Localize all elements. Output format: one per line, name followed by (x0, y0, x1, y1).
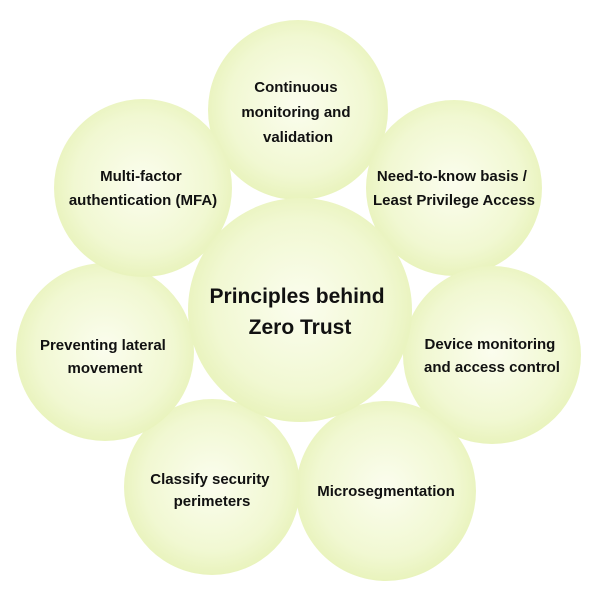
outer-circle-mfa: Multi-factor authentication (MFA) (54, 99, 232, 277)
label-line: Multi-factor (100, 168, 182, 185)
label-line: Continuous (254, 79, 337, 96)
label-line: Preventing lateral (40, 337, 166, 354)
label-line: perimeters (174, 493, 251, 510)
label-line: Classify security (150, 471, 270, 488)
outer-circle-classify-perimeters: Classify security perimeters (124, 399, 300, 575)
outer-circle-continuous-monitoring: Continuous monitoring and validation (208, 20, 388, 200)
label-line: validation (263, 129, 333, 146)
outer-circle-device-monitoring: Device monitoring and access control (403, 266, 581, 444)
center-title: Principles behind Zero Trust (210, 285, 391, 339)
center-title-line: Zero Trust (249, 316, 352, 339)
label-line: authentication (MFA) (69, 192, 217, 209)
principle-label-microsegmentation: Microsegmentation (317, 483, 455, 500)
outer-circle-need-to-know: Need-to-know basis / Least Privilege Acc… (366, 100, 542, 276)
principle-label-preventing-lateral-movement: Preventing lateral movement (40, 337, 170, 377)
label-line: movement (67, 360, 142, 377)
principle-label-need-to-know: Need-to-know basis / Least Privilege Acc… (373, 168, 535, 209)
outer-circle-microsegmentation: Microsegmentation (296, 401, 476, 581)
principle-label-classify-perimeters: Classify security perimeters (150, 471, 273, 510)
principle-label-continuous-monitoring: Continuous monitoring and validation (241, 79, 354, 146)
center-title-line: Principles behind (210, 285, 385, 308)
principle-label-device-monitoring: Device monitoring and access control (424, 336, 560, 376)
label-line: Device monitoring (424, 336, 555, 353)
principle-label-mfa: Multi-factor authentication (MFA) (69, 168, 217, 209)
label-line: and access control (424, 359, 560, 376)
center-circle: Principles behind Zero Trust (188, 198, 412, 422)
label-line: Microsegmentation (317, 483, 455, 500)
label-line: Need-to-know basis / (377, 168, 528, 185)
outer-circle-preventing-lateral-movement: Preventing lateral movement (16, 263, 194, 441)
label-line: monitoring and (241, 104, 350, 121)
label-line: Least Privilege Access (373, 192, 535, 209)
